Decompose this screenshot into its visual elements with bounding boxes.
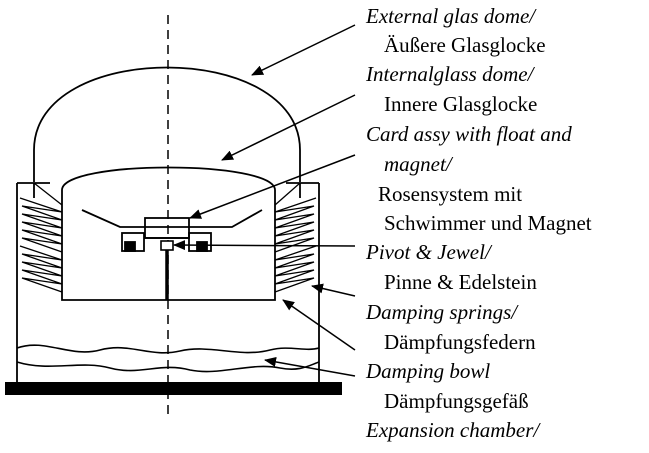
damping-spring-left bbox=[19, 182, 63, 293]
leader-damping-bowl bbox=[282, 299, 356, 351]
label-damping-springs-en: Damping springs/ bbox=[366, 300, 518, 324]
label-damping-bowl-en: Damping bowl bbox=[366, 359, 491, 383]
label-external-dome-en: External glas dome/ bbox=[366, 4, 536, 28]
leader-pivot-jewel bbox=[173, 240, 356, 251]
label-card-assy-en: Card assy with float and bbox=[366, 122, 572, 146]
pivot-jewel bbox=[160, 240, 174, 300]
label-pivot-jewel-en: Pivot & Jewel/ bbox=[366, 240, 491, 264]
external-glass-dome bbox=[33, 66, 301, 182]
leader-external-dome bbox=[251, 24, 356, 76]
leader-lines bbox=[173, 24, 356, 377]
leader-expansion-chamber bbox=[264, 357, 356, 377]
label-external-dome-de: Äußere Glasglocke bbox=[384, 33, 546, 57]
label-card-assy-de-2: Schwimmer und Magnet bbox=[384, 211, 592, 235]
label-expansion-chamber-en: Expansion chamber/ bbox=[366, 418, 540, 442]
label-internal-dome-de: Innere Glasglocke bbox=[384, 92, 538, 116]
base-plate bbox=[5, 382, 342, 395]
label-damping-bowl-de: Dämpfungsgefäß bbox=[384, 389, 529, 413]
leader-card-assy bbox=[189, 154, 356, 219]
label-card-assy-de: Rosensystem mit bbox=[378, 182, 523, 206]
leader-damping-springs bbox=[311, 283, 356, 297]
card-assembly bbox=[81, 209, 263, 252]
damping-bowl-surfaces bbox=[16, 344, 320, 373]
label-card-assy-en-2: magnet/ bbox=[384, 152, 452, 176]
damping-spring-right bbox=[274, 182, 317, 293]
housing bbox=[16, 182, 320, 382]
label-damping-springs-de: Dämpfungsfedern bbox=[384, 330, 536, 354]
leader-internal-dome bbox=[221, 94, 356, 161]
label-internal-dome-en: Internalglass dome/ bbox=[366, 62, 534, 86]
label-pivot-jewel-de: Pinne & Edelstein bbox=[384, 270, 537, 294]
